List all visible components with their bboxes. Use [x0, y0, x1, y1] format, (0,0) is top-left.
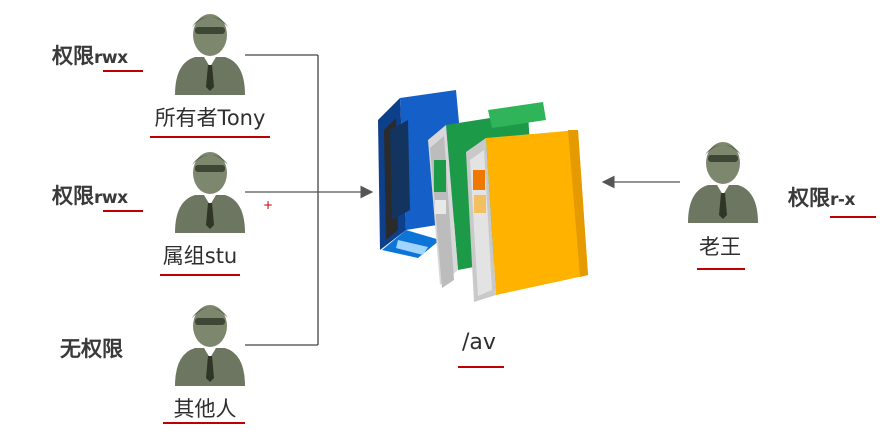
- folder-path-underline: [458, 366, 504, 368]
- laowang-name-underline: [697, 268, 745, 270]
- folder-path: /av: [462, 330, 496, 355]
- laowang-permission-label: 权限: [788, 186, 830, 210]
- owner-name-underline: [150, 136, 270, 138]
- group-permission-label: 权限: [52, 184, 94, 208]
- group-user-icon: [175, 152, 245, 233]
- owner-permission: 权限rwx: [52, 40, 128, 70]
- owner-permission-code: rwx: [94, 48, 128, 68]
- others-permission: 无权限: [60, 333, 123, 363]
- plus-mark: +: [263, 198, 274, 212]
- owner-permission-label: 权限: [52, 44, 94, 68]
- others-permission-label: 无权限: [60, 337, 123, 361]
- laowang-user-icon: [688, 142, 758, 223]
- books-icon: [378, 90, 588, 302]
- group-permission: 权限rwx: [52, 180, 128, 210]
- group-name-underline: [160, 274, 240, 276]
- others-user-icon: [175, 305, 245, 386]
- others-name: 其他人: [173, 397, 237, 421]
- laowang-name: 老王: [699, 235, 741, 259]
- group-name: 属组stu: [162, 244, 238, 268]
- owner-permission-underline: [103, 70, 143, 72]
- others-name-underline: [163, 422, 245, 424]
- laowang-permission-underline: [830, 216, 876, 218]
- group-permission-code: rwx: [94, 188, 128, 208]
- owner-user-icon: [175, 14, 245, 95]
- owner-name: 所有者Tony: [154, 106, 266, 130]
- laowang-permission: 权限r-x: [788, 182, 855, 212]
- laowang-permission-code: r-x: [830, 190, 855, 210]
- group-permission-underline: [103, 210, 143, 212]
